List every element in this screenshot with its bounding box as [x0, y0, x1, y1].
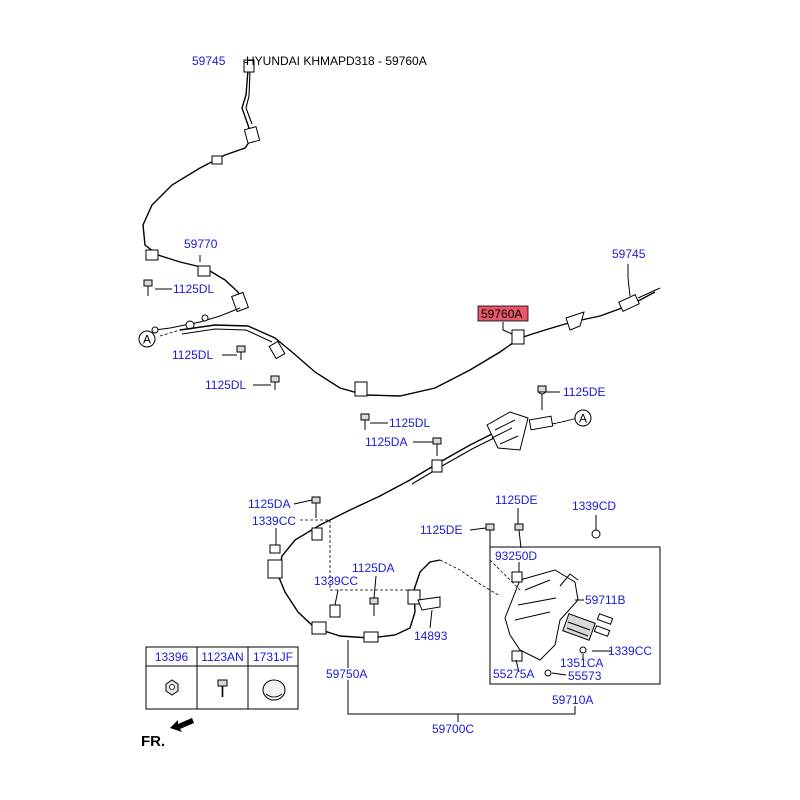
front-indicator: FR.: [141, 718, 194, 750]
legend-header-1731JF: 1731JF: [253, 650, 293, 664]
callout-1125DE-3[interactable]: 1125DE: [420, 523, 462, 537]
bolt-1125DL-c: [270, 375, 280, 390]
callout-1339CC-2[interactable]: 1339CC: [314, 574, 358, 588]
leader-lines: [155, 61, 631, 722]
callout-59745-top[interactable]: 59745: [192, 54, 226, 68]
callout-1125DL-2[interactable]: 1125DL: [172, 348, 213, 362]
callout-labels: 59745 59770 1125DL 1125DL 1125DL 1125DL …: [172, 54, 652, 736]
callout-55573[interactable]: 55573: [568, 669, 602, 683]
callout-59760A-highlight[interactable]: 59760A: [477, 305, 529, 322]
callout-1125DL-1[interactable]: 1125DL: [173, 282, 214, 296]
callout-1339CD[interactable]: 1339CD: [572, 499, 616, 513]
page-title: HYUNDAI KHMAPD318 - 59760A: [246, 54, 427, 68]
callout-59700C[interactable]: 59700C: [432, 722, 474, 736]
nut-1339CD: [591, 529, 601, 539]
cable-59750A: [267, 429, 503, 643]
parking-brake-box: [489, 546, 661, 685]
callout-1125DA-1[interactable]: 1125DA: [365, 435, 407, 449]
clip-14893: [417, 596, 441, 611]
callout-59750A[interactable]: 59750A: [326, 667, 367, 681]
front-arrow-icon: [170, 718, 194, 732]
bolt-1125DE-a: [537, 385, 547, 393]
legend-bolt-1123AN: [217, 679, 228, 697]
front-label: FR.: [141, 733, 165, 750]
legend-table: 13396 1123AN 1731JF: [145, 646, 299, 710]
bolt-1125DA-c: [369, 597, 379, 616]
callout-1351CA[interactable]: 1351CA: [560, 656, 603, 670]
bolt-1125DL-a: [143, 279, 153, 296]
bolt-1125DE-c: [485, 523, 495, 548]
svg-text:A: A: [143, 333, 151, 347]
svg-text:A: A: [579, 412, 587, 426]
upper-cable-assembly: [142, 59, 261, 334]
callout-93250D[interactable]: 93250D: [495, 549, 537, 563]
connector-a-left: A: [138, 330, 156, 348]
bolts: [143, 279, 601, 618]
parking-brake-pedal: [504, 569, 614, 677]
bolt-1125DA-b: [311, 496, 321, 518]
bolt-1125DL-b: [236, 345, 246, 360]
callout-59711B[interactable]: 59711B: [585, 593, 625, 607]
callout-1125DA-3[interactable]: 1125DA: [352, 561, 394, 575]
nut-1339CC-a: [269, 544, 281, 554]
callout-1125DE-2[interactable]: 1125DE: [495, 493, 537, 507]
legend-nut-13396: [165, 679, 179, 696]
callout-59770[interactable]: 59770: [184, 237, 218, 251]
legend-header-1123AN: 1123AN: [201, 650, 243, 664]
callout-1125DL-4[interactable]: 1125DL: [389, 416, 430, 430]
bolt-1125DA-a: [432, 437, 442, 456]
svg-text:59760A: 59760A: [481, 307, 522, 321]
callout-1125DA-2[interactable]: 1125DA: [248, 497, 290, 511]
cable-59760A: [179, 287, 661, 397]
bolt-1125DE-b: [514, 523, 524, 549]
legend-cap-1731JF: [262, 679, 286, 701]
callout-14893[interactable]: 14893: [414, 629, 448, 643]
callout-1339CC-3[interactable]: 1339CC: [608, 644, 652, 658]
bolt-1125DL-d: [360, 413, 370, 430]
nut-1339CC-b: [329, 604, 341, 618]
callout-55275A[interactable]: 55275A: [493, 667, 534, 681]
callout-1339CC-1[interactable]: 1339CC: [252, 514, 296, 528]
callout-1125DE-1[interactable]: 1125DE: [563, 385, 605, 399]
callout-1125DL-3[interactable]: 1125DL: [205, 378, 246, 392]
connector-a-right: A: [574, 409, 592, 427]
callout-59710A[interactable]: 59710A: [552, 693, 593, 707]
legend-header-13396: 13396: [155, 650, 189, 664]
callout-59745-right[interactable]: 59745: [612, 247, 646, 261]
